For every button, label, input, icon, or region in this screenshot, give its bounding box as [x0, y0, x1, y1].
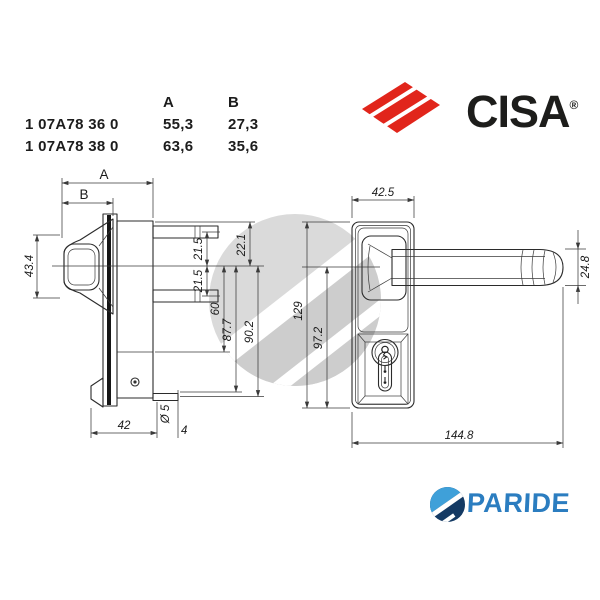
- part-dim-a: 55,3: [163, 116, 194, 133]
- cisa-wordmark: CISA®: [466, 80, 578, 137]
- dim-height-2: 90.2: [244, 320, 256, 343]
- handle-lever: [391, 248, 564, 287]
- dim-b: B: [79, 187, 88, 202]
- paride-logo: PARIDE: [429, 486, 589, 526]
- bottom-rod: [152, 392, 179, 402]
- plate-side: [90, 213, 118, 408]
- fixing-rods: [152, 225, 219, 402]
- lock-body-side: [116, 220, 154, 399]
- part-dim-b: 35,6: [228, 138, 259, 155]
- col-header-a: A: [163, 94, 175, 111]
- cisa-logo: CISA®: [358, 79, 596, 141]
- side-view-drawing: A B 43.4 21.5 21.5 22.1 60: [24, 167, 264, 438]
- dim-rod-diameter: Ø 5: [160, 404, 172, 424]
- part-code: 1 07A78 36 0: [25, 116, 119, 133]
- dim-cylinder-offset: 97.2: [313, 326, 325, 349]
- knob-side: [63, 218, 114, 315]
- dim-plate-width: 42.5: [372, 187, 395, 199]
- dim-body-length: 60: [210, 302, 222, 315]
- cisa-text: CISA: [466, 86, 571, 137]
- dim-knob-height: 43.4: [24, 255, 36, 277]
- dim-height-1: 87.7: [222, 318, 234, 341]
- dim-plate-height: 129: [293, 301, 305, 321]
- cylinder-panel: [357, 333, 409, 405]
- dim-depth: 42: [118, 420, 131, 432]
- handle-base: [361, 235, 407, 301]
- part-dim-b: 27,3: [228, 116, 259, 133]
- dim-a: A: [99, 167, 108, 182]
- dim-rod-offset-top: 21.5: [193, 237, 205, 261]
- dim-total-length: 144.8: [445, 430, 474, 442]
- front-view-drawing: 42.5 129 97.2 24.8 144.8: [293, 187, 592, 448]
- col-header-b: B: [228, 94, 240, 111]
- part-dim-a: 63,6: [163, 138, 194, 155]
- screw-hole: [130, 377, 140, 387]
- part-code: 1 07A78 38 0: [25, 138, 119, 155]
- dim-rod-note: 4: [181, 425, 187, 437]
- dim-rod-offset-bottom: 21.5: [193, 269, 205, 293]
- key-cylinder: [371, 338, 399, 392]
- paride-s-icon: [430, 487, 465, 522]
- escutcheon-front: [351, 221, 415, 409]
- cisa-diamond-icon: [362, 82, 440, 133]
- dim-handle-diameter: 24.8: [580, 255, 592, 279]
- dim-top-offset: 22.1: [236, 234, 248, 257]
- paride-wordmark: PARIDE: [466, 488, 571, 518]
- registered-mark-icon: ®: [569, 98, 579, 112]
- spec-table: A B 1 07A78 36 0 55,3 27,3 1 07A78 38 0 …: [25, 94, 285, 164]
